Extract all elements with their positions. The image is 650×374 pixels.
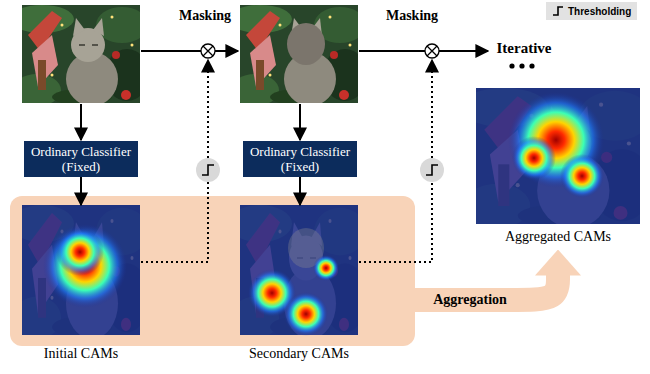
image-area [476,88,640,229]
image-area [240,205,358,346]
aggregated-cam-image [459,88,650,228]
threshold-symbol [196,158,220,182]
step-icon [552,5,564,17]
aggregated-cam-image [512,136,556,180]
edge-label: Aggregation [431,292,509,308]
ellipsis-dots [509,63,514,68]
aggregated-cam-image [560,154,604,198]
cam-band [10,196,415,346]
dotted-feedback [141,182,208,262]
input-photo [10,5,149,106]
ellipsis-dots [509,63,534,68]
flow-arrow [299,177,301,205]
initial-cam-image [10,205,149,339]
mask-patch [287,23,325,65]
multiply-symbol [203,46,213,56]
threshold-symbol [420,158,444,182]
threshold-symbol [426,165,438,175]
step-label: Masking [386,8,438,24]
step-label: Masking [179,8,231,24]
flow-arrow [215,50,238,52]
flow-arrow [80,177,82,205]
multiply-symbol [201,44,215,58]
secondary-cam-image [228,205,367,339]
legend-box: Thresholding [546,2,637,20]
legend-text: Thresholding [568,6,631,17]
secondary-cam-image [313,255,339,281]
flow-arrow [439,50,488,52]
dotted-feedback [431,60,433,158]
flow-line [359,50,425,52]
masked-photo [228,5,367,106]
ellipsis-dots [529,63,534,68]
flow-arrow [299,104,301,140]
initial-cam-image [56,228,104,276]
flow-arrow [80,104,82,140]
image-panel: Initial CAMs [22,205,140,366]
threshold-symbol [420,158,444,182]
flow-line [141,50,201,52]
step-label: Iterative [497,40,552,56]
secondary-cam-image [284,292,328,336]
multiply-symbol [425,44,439,58]
image-area [22,205,140,346]
multiply-symbol [201,44,215,58]
threshold-symbol [196,158,220,182]
initial-cam-image [10,205,149,339]
image-panel: Aggregated CAMs [476,88,640,249]
initial-cam-image [43,224,127,308]
multiply-symbol [427,46,437,56]
dotted-feedback [207,60,209,158]
aggregated-cam-image [459,88,650,228]
legend-item: Thresholding [552,5,631,17]
ellipsis-dots [519,63,524,68]
image-caption: Initial CAMs [44,346,118,362]
box-text: Ordinary Classifier (Fixed) [247,144,353,174]
threshold-symbol [202,165,214,175]
image-caption: Secondary CAMs [249,346,349,362]
dotted-feedback [359,182,432,262]
multiply-symbol [425,44,439,58]
box-text: Ordinary Classifier (Fixed) [28,144,134,174]
secondary-cam-image [228,205,367,339]
image-panel: Secondary CAMs [240,205,358,366]
image-caption: Aggregated CAMs [505,229,611,245]
process-box: Ordinary Classifier (Fixed) [243,141,357,177]
process-box: Ordinary Classifier (Fixed) [24,141,138,177]
step-icon [553,7,563,15]
